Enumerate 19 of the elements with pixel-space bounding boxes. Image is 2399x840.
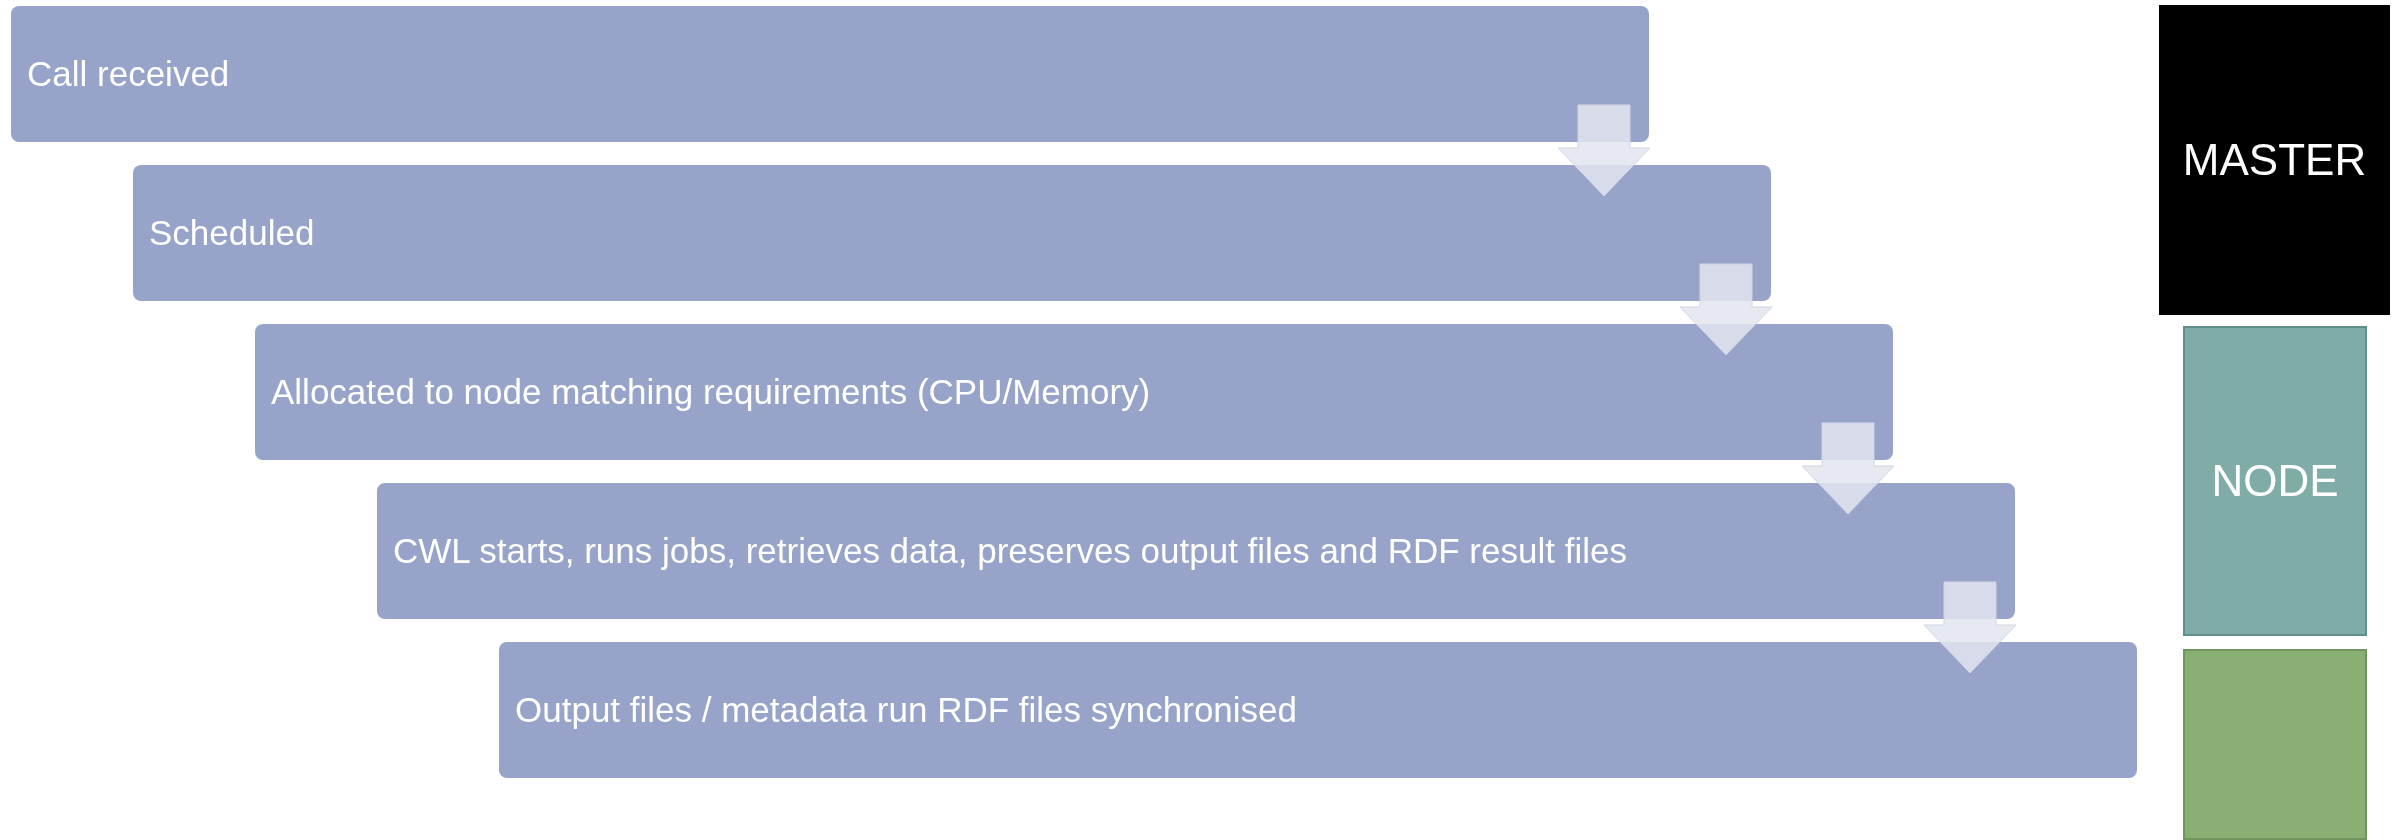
role-label: NODE — [2211, 456, 2339, 506]
step-label: Scheduled — [149, 212, 315, 255]
down-arrow — [1679, 263, 1773, 356]
step-box — [11, 6, 1649, 142]
down-arrow — [1557, 104, 1651, 197]
step-label: CWL starts, runs jobs, retrieves data, preserves output files and RDF result files — [393, 530, 1627, 573]
down-arrow — [1923, 581, 2017, 674]
step-box — [377, 483, 2015, 619]
step-box — [499, 642, 2137, 778]
step-box — [255, 324, 1893, 460]
step-label: Call received — [27, 53, 230, 96]
role-label: MASTER — [2182, 135, 2367, 185]
down-arrow — [1801, 422, 1895, 515]
role-box — [2183, 326, 2367, 636]
step-box — [133, 165, 1771, 301]
role-box — [2183, 649, 2367, 840]
step-label: Output files / metadata run RDF files synchronised — [515, 689, 1297, 732]
step-label: Allocated to node matching requirements (CPU/Memory) — [271, 371, 1151, 414]
role-box — [2159, 5, 2390, 315]
